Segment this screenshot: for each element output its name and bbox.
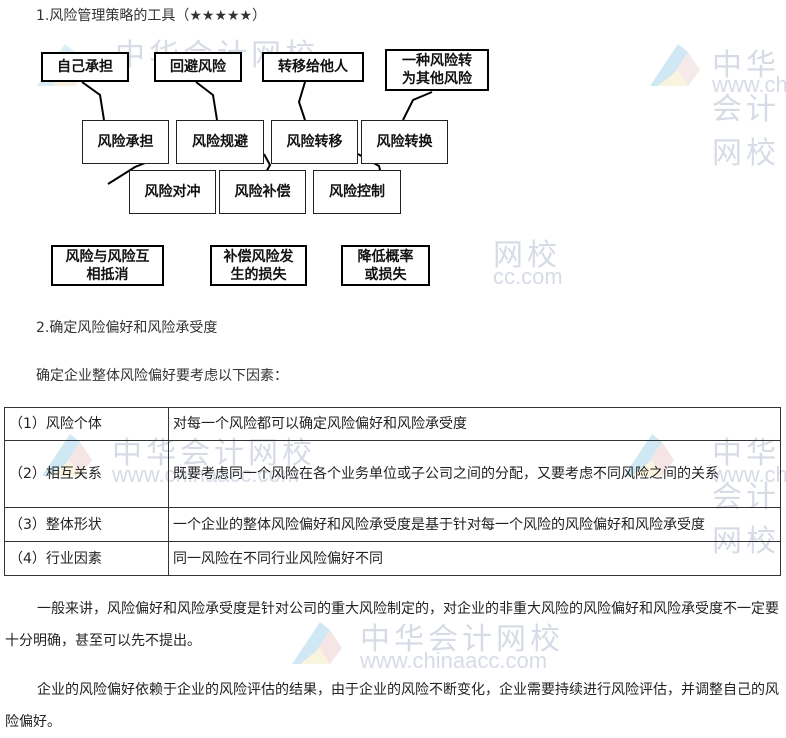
note-line: 降低概率 (357, 248, 414, 265)
tool-risk-hedging: 风险对冲 (129, 170, 216, 214)
tool-risk-avoidance: 风险规避 (176, 120, 264, 164)
description-cell: 对每一个风险都可以确定风险偏好和风险承受度 (168, 407, 781, 441)
factor-cell: （1）风险个体 (4, 407, 169, 441)
note-offset-risks: 风险与风险互 相抵消 (51, 245, 164, 286)
factor-cell: （4）行业因素 (4, 541, 169, 576)
risk-appetite-factors-table: （1）风险个体 对每一个风险都可以确定风险偏好和风险承受度 （2）相互关系 既要… (4, 407, 781, 576)
factor-cell: （2）相互关系 (4, 440, 169, 508)
description-cell: 同一风险在不同行业风险偏好不同 (168, 541, 781, 576)
note-line: 或损失 (364, 266, 407, 283)
tool-risk-compensation: 风险补偿 (219, 170, 306, 214)
paragraph-risk-assessment: 企业的风险偏好依赖于企业的风险评估的结果，由于企业的风险不断变化，企业需要持续进… (5, 682, 779, 730)
note-line: 补偿风险发 (223, 248, 294, 265)
note-transfer-to-others: 转移给他人 (262, 52, 364, 82)
note-avoid-risk: 回避风险 (154, 52, 242, 82)
description-cell: 既要考虑同一个风险在各个业务单位或子公司之间的分配，又要考虑不同风险之间的关系 (168, 440, 781, 508)
note-bear-oneself: 自己承担 (41, 52, 129, 82)
factor-cell: （3）整体形状 (4, 507, 169, 542)
section-1-title: 1.风险管理策略的工具（★★★★★） (36, 8, 267, 24)
note-line: 一种风险转 (402, 53, 472, 69)
note-convert-risk: 一种风险转 为其他风险 (385, 49, 489, 91)
table-row: （4）行业因素 同一风险在不同行业风险偏好不同 (4, 541, 781, 576)
note-line: 风险与风险互 (65, 248, 150, 265)
tool-risk-transfer: 风险转移 (271, 120, 358, 164)
note-compensate-loss: 补偿风险发 生的损失 (210, 245, 307, 286)
note-reduce-probability: 降低概率 或损失 (341, 245, 430, 286)
risk-strategy-tools-diagram: 自己承担 回避风险 转移给他人 一种风险转 为其他风险 风险承担 风险规避 风险… (0, 30, 786, 300)
note-line: 生的损失 (230, 266, 287, 283)
note-line: 为其他风险 (402, 71, 472, 87)
section-2-intro: 确定企业整体风险偏好要考虑以下因素： (36, 368, 288, 384)
table-row: （1）风险个体 对每一个风险都可以确定风险偏好和风险承受度 (4, 407, 781, 441)
tool-risk-control: 风险控制 (313, 170, 401, 214)
description-cell: 一个企业的整体风险偏好和风险承受度是基于针对每一个风险的风险偏好和风险承受度 (168, 507, 781, 542)
tool-risk-bearing: 风险承担 (82, 120, 169, 164)
paragraph-major-risks: 一般来讲，风险偏好和风险承受度是针对公司的重大风险制定的，对企业的非重大风险的风… (5, 601, 779, 649)
table-row: （3）整体形状 一个企业的整体风险偏好和风险承受度是基于针对每一个风险的风险偏好… (4, 507, 781, 542)
tool-risk-conversion: 风险转换 (361, 120, 448, 164)
note-line: 相抵消 (86, 266, 129, 283)
table-row: （2）相互关系 既要考虑同一个风险在各个业务单位或子公司之间的分配，又要考虑不同… (4, 440, 781, 508)
section-2-title: 2.确定风险偏好和风险承受度 (36, 320, 218, 336)
